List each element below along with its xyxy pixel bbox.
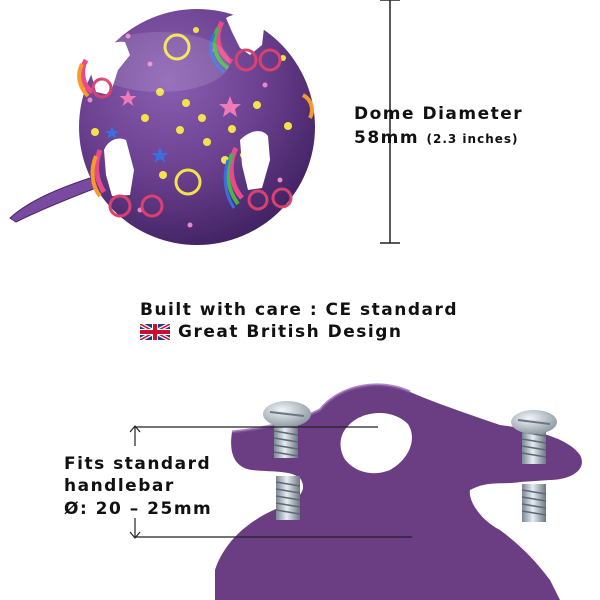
fits-standard-text: Fits standard	[64, 454, 212, 474]
ce-standard-text: Built with care : CE standard	[140, 300, 459, 320]
bell-dome	[77, 9, 315, 245]
unicorn-rider-bottom-left	[90, 138, 164, 218]
dome-diameter-title: Dome Diameter	[354, 104, 524, 124]
dome-diameter-inches: (2.3 inches)	[426, 132, 519, 146]
star-icons	[105, 90, 241, 163]
dome-diameter-mm: 58mm	[354, 128, 420, 148]
screw-right	[511, 410, 557, 522]
handlebar-clamp	[215, 383, 582, 600]
screw-left	[263, 401, 311, 520]
dome-dimension-line	[380, 0, 400, 244]
unicorn-rider-top-left	[77, 41, 130, 99]
handlebar-dimension-lines	[129, 425, 412, 539]
unicorn-rider-bottom-right	[223, 131, 293, 211]
british-design-line: Great British Design	[140, 322, 403, 342]
unicorn-rider-top-right	[209, 13, 282, 74]
union-jack-flag-icon	[140, 324, 170, 340]
british-design-text: Great British Design	[178, 322, 403, 342]
yellow-dots-pattern	[91, 27, 292, 179]
handlebar-diameter-range: Ø: 20 – 25mm	[64, 499, 213, 519]
bell-lever	[9, 177, 97, 223]
handlebar-text: handlebar	[64, 476, 175, 496]
dome-diameter-value: 58mm (2.3 inches)	[354, 128, 519, 148]
